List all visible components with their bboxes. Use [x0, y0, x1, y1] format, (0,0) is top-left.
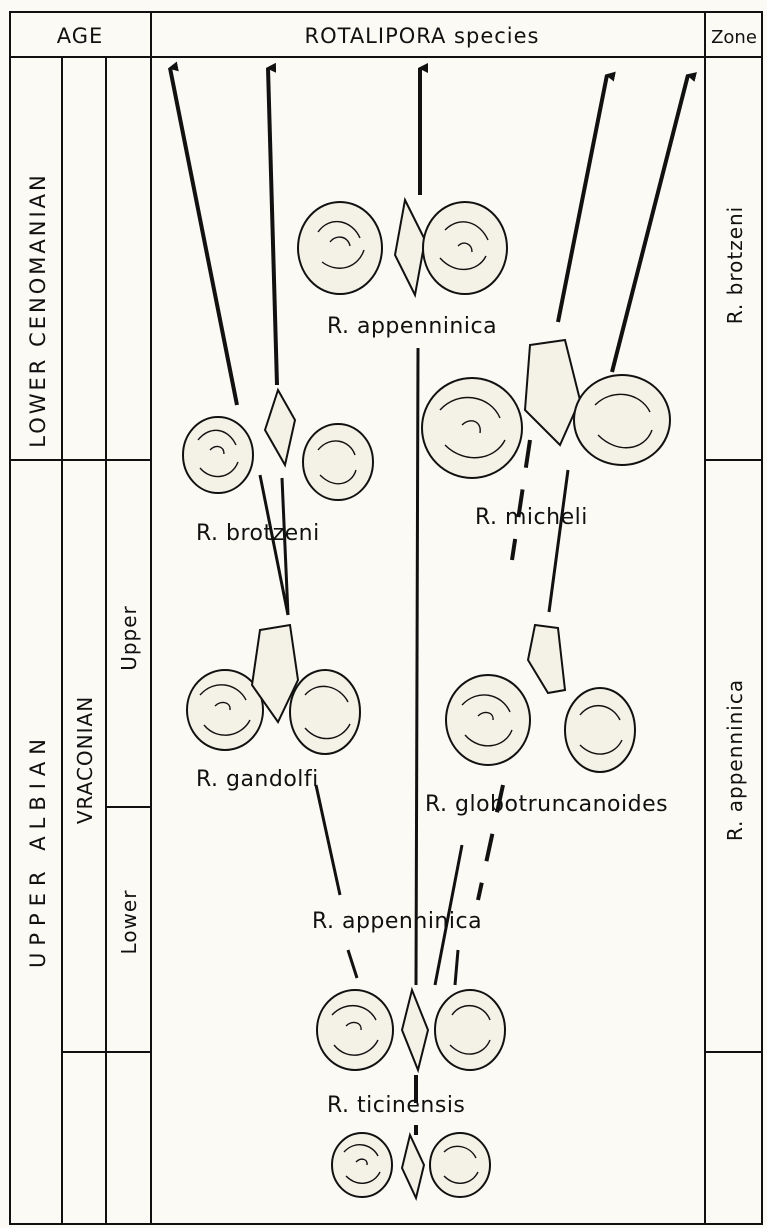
stage-upper-albian: UPPER ALBIAN: [26, 732, 50, 968]
specimen-drawings: [183, 200, 670, 1198]
label-gandolfi: R. gandolfi: [196, 767, 319, 792]
brotzeni-specimen: [183, 390, 373, 500]
label-ticinensis: R. ticinensis: [327, 1093, 465, 1118]
zone-header: Zone: [711, 27, 757, 48]
brotzeni-right-arrow: [268, 68, 277, 385]
ticinensis-specimen-upper: [317, 990, 505, 1070]
zone-brotzeni: R. brotzeni: [723, 206, 747, 325]
globotruncanoides-specimen: [446, 625, 635, 772]
substage-lower: Lower: [117, 890, 141, 955]
species-header: ROTALIPORA species: [305, 24, 540, 48]
label-appenninica-low: R. appenninica: [312, 909, 482, 934]
micheli-specimen: [422, 340, 670, 478]
substage-upper: Upper: [117, 605, 141, 671]
zone-appenninica: R. appenninica: [723, 679, 747, 841]
micheli-right-arrow: [612, 75, 688, 372]
micheli-left-arrow: [558, 75, 607, 322]
ticinensis-specimen-lower: [332, 1133, 490, 1198]
brotzeni-left-arrow: [170, 68, 237, 405]
label-globotruncanoides: R. globotruncanoides: [425, 792, 668, 817]
stage-lower-cenomanian: LOWER CENOMANIAN: [26, 172, 50, 447]
label-brotzeni: R. brotzeni: [196, 521, 320, 546]
label-micheli: R. micheli: [475, 505, 588, 530]
appenninica-top-specimen: [298, 200, 507, 295]
age-header: AGE: [57, 24, 104, 48]
substage-vraconian: VRACONIAN: [73, 696, 97, 824]
gandolfi-specimen: [187, 625, 360, 754]
label-appenninica-top: R. appenninica: [327, 314, 497, 339]
